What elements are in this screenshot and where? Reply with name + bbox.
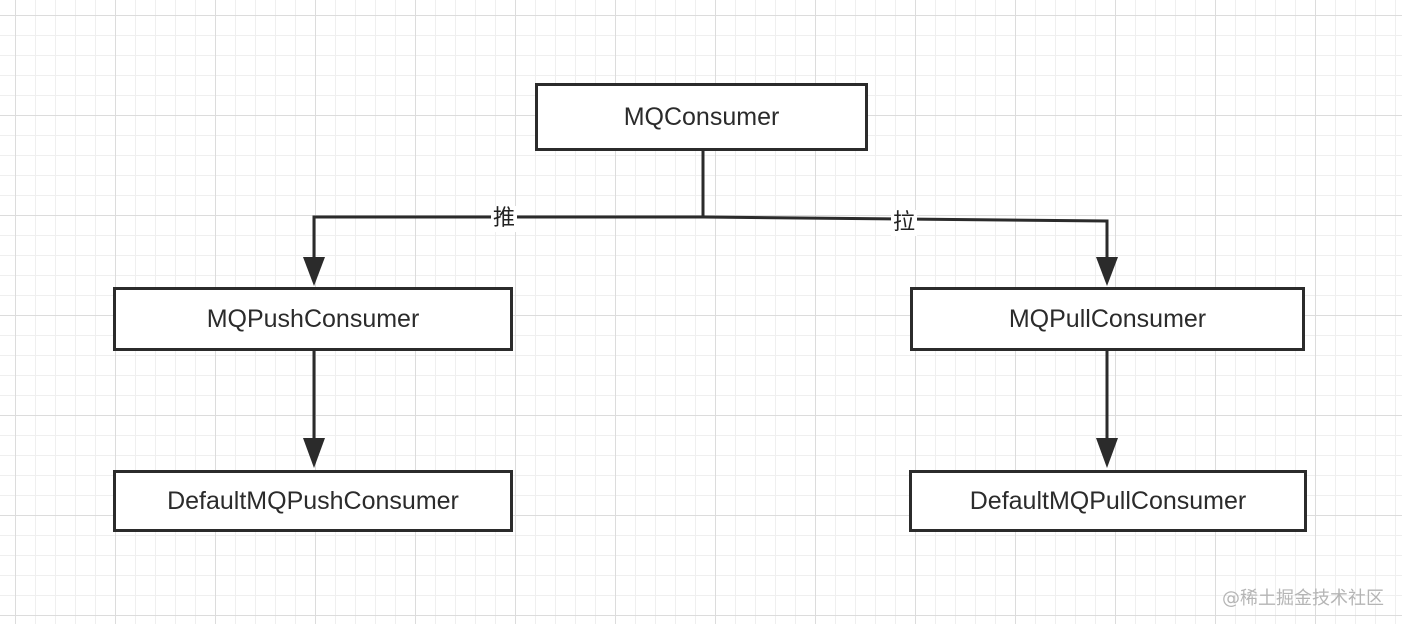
- node-defaultmqpullconsumer: DefaultMQPullConsumer: [909, 470, 1307, 532]
- watermark-text: @稀土掘金技术社区: [1222, 588, 1384, 609]
- arrowhead-default-push: [303, 438, 325, 468]
- edge-root-to-push: [312, 215, 703, 258]
- node-mqconsumer-label: MQConsumer: [623, 102, 780, 131]
- edge-label-push: 推: [491, 206, 518, 232]
- edge-root-to-pull: [702, 215, 1109, 258]
- node-mqpushconsumer-label: MQPushConsumer: [206, 304, 420, 333]
- arrowhead-default-pull: [1096, 438, 1118, 468]
- arrowhead-push: [303, 257, 325, 286]
- node-defaultmqpullconsumer-label: DefaultMQPullConsumer: [969, 486, 1247, 515]
- edge-label-pull: 拉: [891, 210, 918, 236]
- arrowhead-pull: [1096, 257, 1118, 286]
- node-mqpullconsumer-label: MQPullConsumer: [1008, 304, 1207, 333]
- node-defaultmqpushconsumer-label: DefaultMQPushConsumer: [167, 486, 459, 515]
- node-mqconsumer: MQConsumer: [535, 83, 868, 151]
- node-mqpushconsumer: MQPushConsumer: [113, 287, 513, 351]
- node-defaultmqpushconsumer: DefaultMQPushConsumer: [113, 470, 513, 532]
- node-mqpullconsumer: MQPullConsumer: [910, 287, 1305, 351]
